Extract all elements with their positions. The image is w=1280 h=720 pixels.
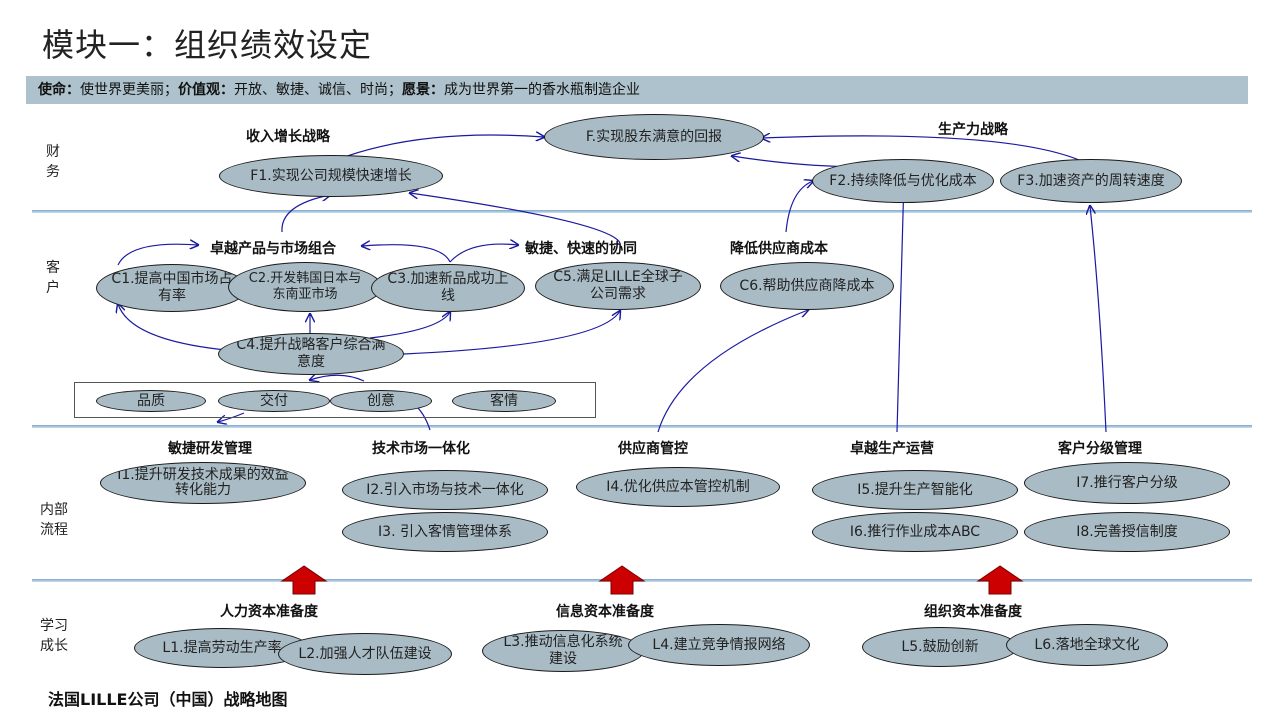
- node-c1-china-share[interactable]: C1.提高中国市场占有率: [96, 264, 248, 312]
- node-f1-rapid-growth[interactable]: F1.实现公司规模快速增长: [219, 155, 443, 197]
- label-product-mix: 卓越产品与市场组合: [210, 241, 336, 257]
- vision-label: 愿景：: [402, 82, 444, 98]
- label-revenue-strategy: 收入增长战略: [246, 129, 330, 145]
- node-l1-labor-productivity[interactable]: L1.提高劳动生产率: [134, 628, 310, 668]
- node-c5-global-needs[interactable]: C5.满足LILLE全球子公司需求: [535, 262, 701, 310]
- label-supplier-ctrl: 供应商管控: [618, 441, 688, 457]
- node-l4-intelligence-network[interactable]: L4.建立竞争情报网络: [628, 624, 810, 666]
- node-i1-rd-conversion[interactable]: I1.提升研发技术成果的效益转化能力: [100, 462, 306, 504]
- row-label-customer: 客 户: [46, 260, 60, 296]
- label-agile-collab: 敏捷、快速的协同: [525, 241, 637, 257]
- node-delivery[interactable]: 交付: [218, 390, 330, 412]
- node-i6-abc-costing[interactable]: I6.推行作业成本ABC: [812, 512, 1018, 552]
- label-tech-market: 技术市场一体化: [372, 441, 470, 457]
- node-i7-customer-tiering[interactable]: I7.推行客户分级: [1024, 462, 1230, 504]
- separator-customer-process: [32, 425, 1252, 428]
- label-org-capital: 组织资本准备度: [924, 604, 1022, 620]
- row-label-process: 内部 流程: [40, 502, 68, 538]
- node-c4-customer-satisfaction[interactable]: C4.提升战略客户综合满意度: [218, 333, 404, 375]
- node-i8-credit-system[interactable]: I8.完善授信制度: [1024, 512, 1230, 552]
- node-quality[interactable]: 品质: [96, 390, 206, 412]
- node-f2-reduce-cost[interactable]: F2.持续降低与优化成本: [812, 159, 994, 203]
- node-relationship[interactable]: 客情: [452, 390, 556, 412]
- node-l5-innovation[interactable]: L5.鼓励创新: [862, 627, 1018, 667]
- node-i5-smart-production[interactable]: I5.提升生产智能化: [812, 470, 1018, 510]
- node-c3-new-products[interactable]: C3.加速新品成功上线: [371, 264, 525, 312]
- mission-banner: 使命：使世界更美丽；价值观：开放、敏捷、诚信、时尚；愿景：成为世界第一的香水瓶制…: [26, 76, 1248, 104]
- node-l3-it-systems[interactable]: L3.推动信息化系统建设: [482, 630, 644, 672]
- mission-text: 使世界更美丽；: [80, 82, 178, 98]
- node-f3-asset-turnover[interactable]: F3.加速资产的周转速度: [1000, 159, 1182, 203]
- node-c2-asia-markets[interactable]: C2.开发韩国日本与东南亚市场: [228, 262, 382, 312]
- node-i3-relationship-system[interactable]: I3. 引入客情管理体系: [342, 512, 548, 552]
- label-agile-rd: 敏捷研发管理: [168, 441, 252, 457]
- node-c6-supplier-cost[interactable]: C6.帮助供应商降成本: [720, 262, 894, 310]
- node-i2-market-tech[interactable]: I2.引入市场与技术一体化: [342, 470, 548, 510]
- label-customer-tier: 客户分级管理: [1058, 441, 1142, 457]
- node-i4-supplier-control[interactable]: I4.优化供应本管控机制: [576, 467, 780, 507]
- separator-finance-customer: [32, 210, 1252, 213]
- label-productivity-strategy: 生产力战略: [938, 122, 1008, 138]
- label-lower-supplier-cost: 降低供应商成本: [730, 241, 828, 257]
- node-creativity[interactable]: 创意: [330, 390, 432, 412]
- node-l6-global-culture[interactable]: L6.落地全球文化: [1006, 624, 1168, 666]
- node-f-shareholder-return[interactable]: F.实现股东满意的回报: [544, 114, 764, 160]
- vision-text: 成为世界第一的香水瓶制造企业: [444, 82, 640, 98]
- row-label-learning: 学习 成长: [40, 618, 68, 654]
- page-title: 模块一：组织绩效设定: [42, 26, 373, 64]
- footer-caption: 法国LILLE公司（中国）战略地图: [48, 690, 288, 709]
- row-label-finance: 财 务: [46, 144, 60, 180]
- value-proposition-box: [74, 382, 596, 418]
- node-l2-talent-team[interactable]: L2.加强人才队伍建设: [278, 633, 452, 675]
- label-excellent-ops: 卓越生产运营: [850, 441, 934, 457]
- mission-label: 使命：: [38, 82, 80, 98]
- values-label: 价值观：: [178, 82, 234, 98]
- label-info-capital: 信息资本准备度: [556, 604, 654, 620]
- values-text: 开放、敏捷、诚信、时尚；: [234, 82, 402, 98]
- label-hr-capital: 人力资本准备度: [220, 604, 318, 620]
